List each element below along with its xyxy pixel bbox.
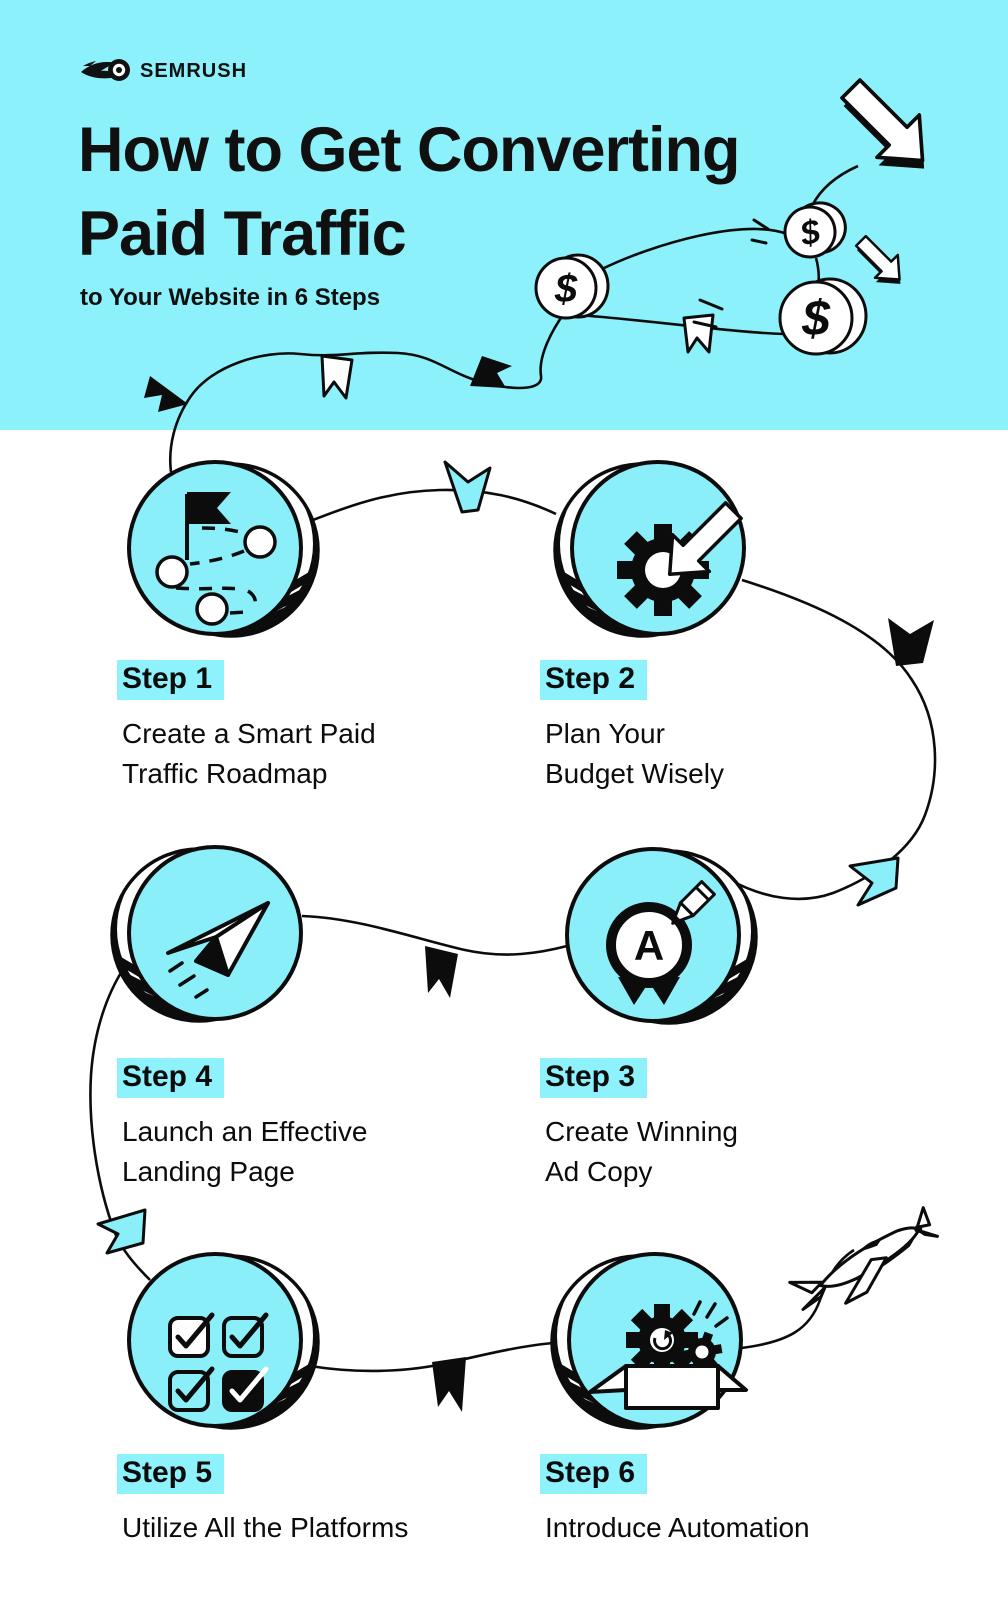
step-1-label: Step 1 (117, 660, 225, 700)
step-4-circle (110, 845, 303, 1023)
step-4-title: Launch an Effective Landing Page (122, 1116, 368, 1187)
step-2-text: Step 2 Plan Your Budget Wisely (540, 660, 945, 794)
step-2-title: Plan Your Budget Wisely (545, 718, 724, 789)
title-line-1: How to Get Converting (78, 115, 740, 185)
paper-plane-icon (166, 901, 270, 999)
gear-arrow-icon (617, 501, 743, 616)
semrush-logo: SEMRUSH (80, 56, 247, 86)
step-6-label: Step 6 (540, 1454, 648, 1494)
step-5-title: Utilize All the Platforms (122, 1512, 409, 1543)
step-3-circle: A (565, 847, 758, 1025)
dollar-coin-medium: $ (534, 253, 610, 320)
step-2-label: Step 2 (540, 660, 648, 700)
step-6-text: Step 6 Introduce Automation (540, 1454, 945, 1548)
step-3-label: Step 3 (540, 1058, 648, 1098)
step-5-label: Step 5 (117, 1454, 225, 1494)
step-3-text: Step 3 Create Winning Ad Copy (540, 1058, 945, 1192)
small-plane-icon (788, 1206, 939, 1311)
logo-wordmark: SEMRUSH (140, 59, 248, 82)
semrush-flame-icon (81, 59, 130, 81)
cursor-arrow-small (854, 234, 901, 284)
checkboxes-icon (168, 1312, 269, 1412)
roadmap-icon (155, 492, 277, 626)
step-4-text: Step 4 Launch an Effective Landing Page (117, 1058, 522, 1192)
svg-text:$: $ (554, 267, 578, 311)
step-1-text: Step 1 Create a Smart Paid Traffic Roadm… (117, 660, 522, 794)
step-3-title: Create Winning Ad Copy (545, 1116, 738, 1187)
page-title: How to Get Converting Paid Traffic (78, 108, 740, 276)
step-1-title: Create a Smart Paid Traffic Roadmap (122, 718, 376, 789)
cursor-arrow-large (840, 78, 925, 169)
dollar-coin-small: $ (783, 201, 847, 259)
step-5-text: Step 5 Utilize All the Platforms (117, 1454, 522, 1548)
cursor-arrow-icons (840, 78, 925, 284)
step-2-circle (553, 460, 746, 638)
step-6-title: Introduce Automation (545, 1512, 810, 1543)
dollar-coin-icons: $ $ $ (534, 201, 868, 356)
svg-text:A: A (634, 922, 664, 969)
step-1-circle (127, 460, 320, 638)
speed-dashes (692, 218, 770, 329)
dollar-coin-large: $ (778, 277, 868, 356)
step-5-circle (127, 1252, 320, 1430)
step-4-label: Step 4 (117, 1058, 225, 1098)
page-subtitle: to Your Website in 6 Steps (80, 284, 381, 311)
step-6-circle (550, 1252, 748, 1430)
pennant-flag-icons (96, 313, 934, 1412)
svg-text:$: $ (801, 290, 831, 346)
ad-badge-pencil-icon: A (606, 880, 716, 1005)
title-line-2: Paid Traffic (78, 199, 407, 269)
